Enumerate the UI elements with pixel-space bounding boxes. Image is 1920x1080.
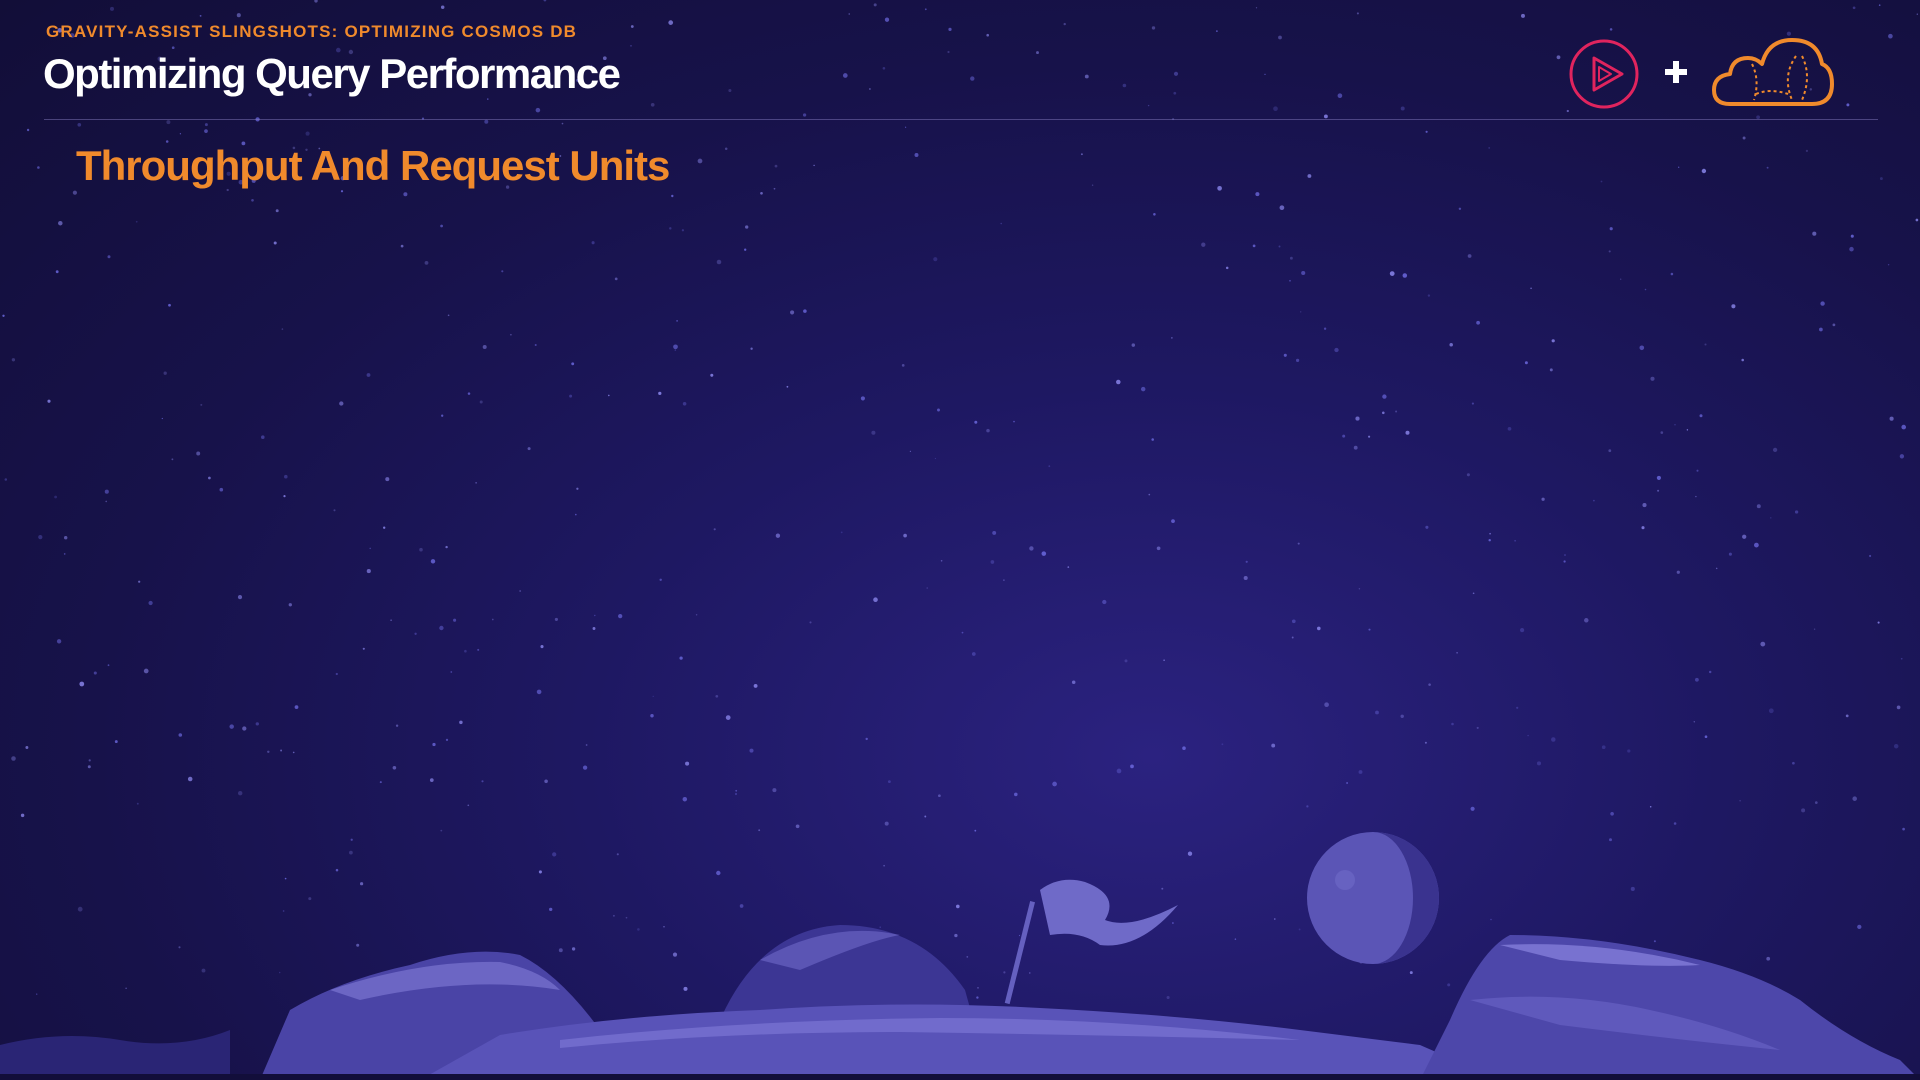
planet-icon bbox=[1307, 832, 1439, 964]
play-circle-logo-icon bbox=[1569, 39, 1639, 109]
moon-landscape-illustration bbox=[0, 832, 1920, 1080]
section-heading: Throughput And Request Units bbox=[76, 142, 670, 189]
header-divider bbox=[44, 119, 1878, 120]
plus-icon bbox=[1665, 61, 1687, 83]
course-label: GRAVITY-ASSIST SLINGSHOTS: OPTIMIZING CO… bbox=[46, 22, 578, 41]
bottom-strip bbox=[0, 1074, 1920, 1080]
cloud-logo-icon bbox=[1712, 38, 1834, 106]
flag-icon bbox=[1004, 879, 1178, 1005]
slide-title: Optimizing Query Performance bbox=[43, 50, 621, 97]
